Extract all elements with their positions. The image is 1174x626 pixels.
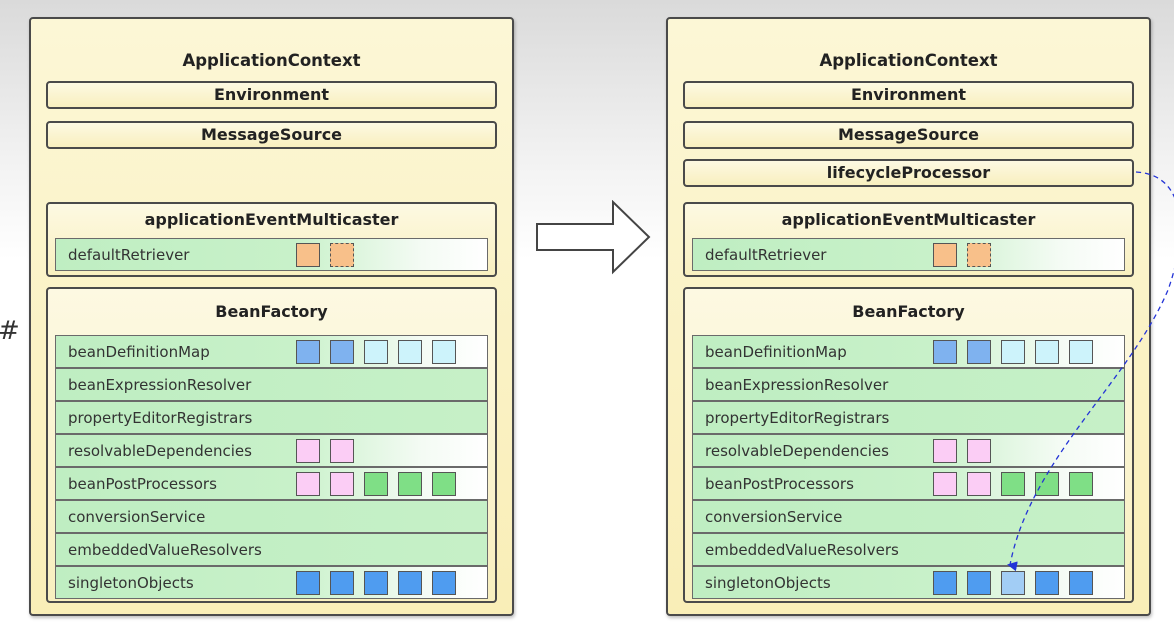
event-multicaster-title: applicationEventMulticaster bbox=[144, 210, 399, 229]
bean-expression-resolver-row: beanExpressionResolver bbox=[692, 368, 1125, 401]
row-label: embeddedValueResolvers bbox=[68, 541, 262, 559]
post-processor-square bbox=[398, 472, 422, 496]
bean-post-processors-row: beanPostProcessors bbox=[55, 467, 488, 500]
event-multicaster-title: applicationEventMulticaster bbox=[781, 210, 1036, 229]
singleton-square bbox=[330, 571, 354, 595]
environment-box: Environment bbox=[46, 81, 497, 109]
listener-square-pending bbox=[330, 243, 354, 267]
post-processor-square bbox=[296, 472, 320, 496]
singleton-square bbox=[1069, 571, 1093, 595]
row-label: conversionService bbox=[705, 508, 843, 526]
listener-square bbox=[296, 243, 320, 267]
bean-definition-square bbox=[933, 340, 957, 364]
bean-definition-square bbox=[1069, 340, 1093, 364]
property-editor-registrars-row: propertyEditorRegistrars bbox=[692, 401, 1125, 434]
application-context-after: ApplicationContext Environment MessageSo… bbox=[666, 17, 1151, 616]
row-label: beanDefinitionMap bbox=[705, 343, 847, 361]
row-label: resolvableDependencies bbox=[705, 442, 889, 460]
bean-definition-square bbox=[296, 340, 320, 364]
row-label: conversionService bbox=[68, 508, 206, 526]
transition-arrow-icon bbox=[536, 200, 651, 275]
dependency-square bbox=[967, 439, 991, 463]
dependency-square bbox=[933, 439, 957, 463]
post-processor-square bbox=[967, 472, 991, 496]
event-multicaster-box: applicationEventMulticaster defaultRetri… bbox=[46, 202, 497, 277]
row-label: beanPostProcessors bbox=[68, 475, 217, 493]
row-label: beanExpressionResolver bbox=[68, 376, 252, 394]
row-label: singletonObjects bbox=[705, 574, 831, 592]
embedded-value-resolvers-row: embeddedValueResolvers bbox=[692, 533, 1125, 566]
singleton-square bbox=[364, 571, 388, 595]
default-retriever-label: defaultRetriever bbox=[68, 246, 190, 264]
bean-factory-title: BeanFactory bbox=[215, 302, 328, 321]
default-retriever-row: defaultRetriever bbox=[692, 238, 1125, 271]
bean-definition-square bbox=[1035, 340, 1059, 364]
post-processor-square bbox=[933, 472, 957, 496]
event-multicaster-box: applicationEventMulticaster defaultRetri… bbox=[683, 202, 1134, 277]
conversion-service-row: conversionService bbox=[692, 500, 1125, 533]
listener-square bbox=[933, 243, 957, 267]
row-label: beanPostProcessors bbox=[705, 475, 854, 493]
bean-factory-box: BeanFactory beanDefinitionMap beanExpres… bbox=[46, 287, 497, 603]
row-label: propertyEditorRegistrars bbox=[68, 409, 253, 427]
property-editor-registrars-row: propertyEditorRegistrars bbox=[55, 401, 488, 434]
row-label: singletonObjects bbox=[68, 574, 194, 592]
post-processor-square bbox=[364, 472, 388, 496]
dependency-square bbox=[330, 439, 354, 463]
resolvable-dependencies-row: resolvableDependencies bbox=[55, 434, 488, 467]
environment-box: Environment bbox=[683, 81, 1134, 109]
post-processor-square bbox=[330, 472, 354, 496]
bean-definition-square bbox=[330, 340, 354, 364]
bean-post-processors-row: beanPostProcessors bbox=[692, 467, 1125, 500]
singleton-objects-row: singletonObjects bbox=[55, 566, 488, 599]
row-label: embeddedValueResolvers bbox=[705, 541, 899, 559]
singleton-square bbox=[1035, 571, 1059, 595]
row-label: propertyEditorRegistrars bbox=[705, 409, 890, 427]
row-label: resolvableDependencies bbox=[68, 442, 252, 460]
application-context-before: ApplicationContext Environment MessageSo… bbox=[29, 17, 514, 616]
row-label: beanDefinitionMap bbox=[68, 343, 210, 361]
post-processor-square bbox=[432, 472, 456, 496]
singleton-square bbox=[398, 571, 422, 595]
context-title: ApplicationContext bbox=[182, 51, 361, 70]
bean-definition-square bbox=[967, 340, 991, 364]
singleton-square bbox=[933, 571, 957, 595]
singleton-square bbox=[432, 571, 456, 595]
message-source-box: MessageSource bbox=[46, 121, 497, 149]
bean-definition-square bbox=[1001, 340, 1025, 364]
bean-factory-box: BeanFactory beanDefinitionMap beanExpres… bbox=[683, 287, 1134, 603]
message-source-box: MessageSource bbox=[683, 121, 1134, 149]
post-processor-square bbox=[1001, 472, 1025, 496]
bean-factory-title: BeanFactory bbox=[852, 302, 965, 321]
bean-definition-map-row: beanDefinitionMap bbox=[55, 335, 488, 368]
resolvable-dependencies-row: resolvableDependencies bbox=[692, 434, 1125, 467]
lifecycle-processor-box: lifecycleProcessor bbox=[683, 159, 1134, 187]
edge-glyph: # bbox=[0, 316, 20, 346]
lifecycle-processor-singleton-square bbox=[1001, 571, 1025, 595]
listener-square-pending bbox=[967, 243, 991, 267]
singleton-square bbox=[296, 571, 320, 595]
conversion-service-row: conversionService bbox=[55, 500, 488, 533]
singleton-square bbox=[967, 571, 991, 595]
embedded-value-resolvers-row: embeddedValueResolvers bbox=[55, 533, 488, 566]
bean-definition-square bbox=[364, 340, 388, 364]
bean-definition-square bbox=[432, 340, 456, 364]
default-retriever-row: defaultRetriever bbox=[55, 238, 488, 271]
bean-definition-square bbox=[398, 340, 422, 364]
dependency-square bbox=[296, 439, 320, 463]
post-processor-square bbox=[1069, 472, 1093, 496]
default-retriever-label: defaultRetriever bbox=[705, 246, 827, 264]
context-title: ApplicationContext bbox=[819, 51, 998, 70]
post-processor-square bbox=[1035, 472, 1059, 496]
row-label: beanExpressionResolver bbox=[705, 376, 889, 394]
bean-expression-resolver-row: beanExpressionResolver bbox=[55, 368, 488, 401]
bean-definition-map-row: beanDefinitionMap bbox=[692, 335, 1125, 368]
singleton-objects-row: singletonObjects bbox=[692, 566, 1125, 599]
